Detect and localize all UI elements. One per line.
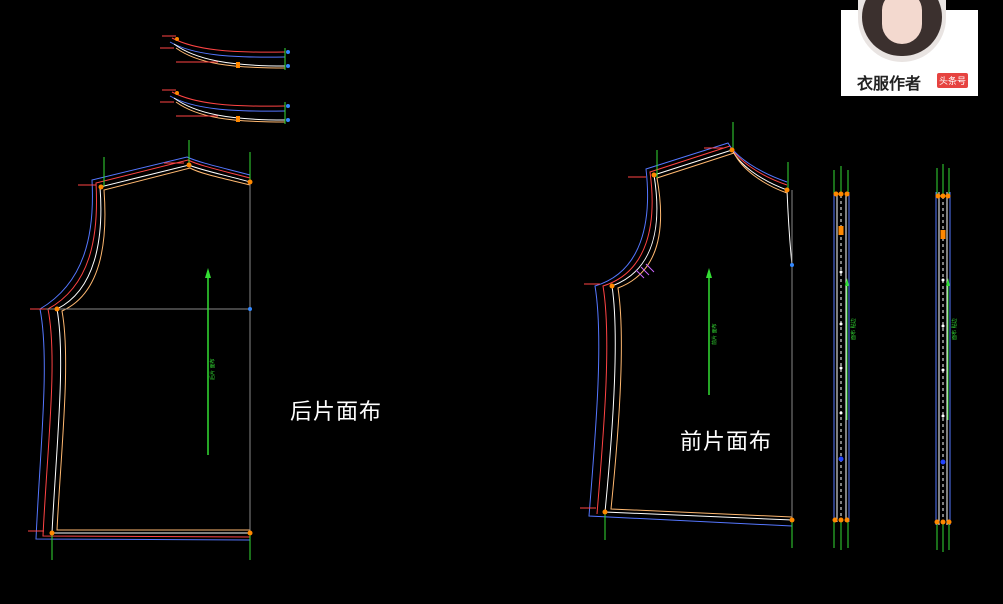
back-piece: 后片 面布 [28, 140, 253, 560]
strip2-grain-text: 面布 贴边 [951, 318, 958, 340]
facing-strip-1 [160, 35, 290, 70]
platform-tag: 头条号 [937, 73, 969, 88]
front-piece-label: 前片面布 [680, 430, 773, 455]
front-facing-strip-1: 面布 贴边 [832, 166, 857, 550]
back-piece-label: 后片面布 [290, 400, 383, 425]
facing-strip-2 [160, 89, 290, 124]
front-grain-text: 前片 面布 [711, 323, 718, 345]
front-facing-strip-2: 面布 贴边 [934, 164, 958, 552]
front-piece: 前片 面布 [580, 122, 795, 548]
strip1-grain-text: 面布 贴边 [850, 318, 857, 340]
avatar[interactable] [858, 0, 946, 62]
back-grain-text: 后片 面布 [209, 358, 216, 380]
author-name[interactable]: 衣服作者 [857, 74, 922, 93]
author-badge[interactable]: 衣服作者 头条号 [841, 0, 978, 96]
